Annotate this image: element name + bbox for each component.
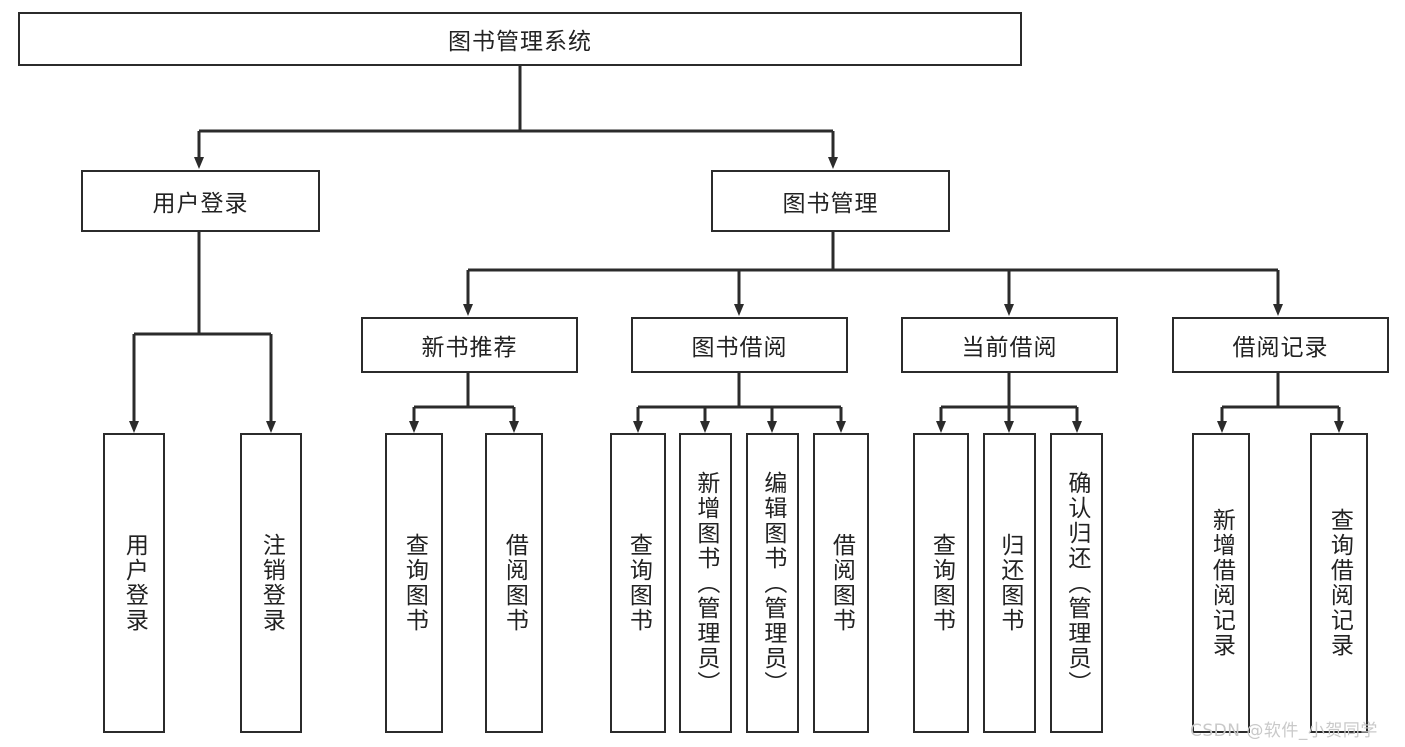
- node-book-borrow[interactable]: 图书借阅: [631, 317, 848, 373]
- leaf-book-borrow-borrow[interactable]: 借阅图书: [813, 433, 869, 733]
- leaf-label: 新增图书（管理员）: [692, 470, 719, 696]
- leaf-label: 查询图书: [625, 533, 652, 633]
- node-borrow-record[interactable]: 借阅记录: [1172, 317, 1389, 373]
- leaf-label: 确认归还（管理员）: [1063, 470, 1090, 696]
- leaf-label: 注销登录: [258, 533, 285, 633]
- leaf-label: 借阅图书: [828, 533, 855, 633]
- leaf-label: 借阅图书: [501, 533, 528, 633]
- leaf-new-book-query[interactable]: 查询图书: [385, 433, 443, 733]
- leaf-label: 编辑图书（管理员）: [759, 470, 786, 696]
- leaf-user-login-login[interactable]: 用户登录: [103, 433, 165, 733]
- leaf-borrow-record-add[interactable]: 新增借阅记录: [1192, 433, 1250, 733]
- watermark-csdn: CSDN @软件_小贺同学: [1190, 721, 1378, 741]
- leaf-borrow-record-query[interactable]: 查询借阅记录: [1310, 433, 1368, 733]
- leaf-label: 查询借阅记录: [1326, 508, 1353, 658]
- leaf-label: 查询图书: [401, 533, 428, 633]
- node-root-system[interactable]: 图书管理系统: [18, 12, 1022, 66]
- leaf-book-borrow-query[interactable]: 查询图书: [610, 433, 666, 733]
- leaf-user-login-logout[interactable]: 注销登录: [240, 433, 302, 733]
- leaf-new-book-borrow[interactable]: 借阅图书: [485, 433, 543, 733]
- leaf-current-borrow-query[interactable]: 查询图书: [913, 433, 969, 733]
- leaf-label: 用户登录: [121, 533, 148, 633]
- node-current-borrow[interactable]: 当前借阅: [901, 317, 1118, 373]
- node-book-management[interactable]: 图书管理: [711, 170, 950, 232]
- leaf-label: 归还图书: [996, 533, 1023, 633]
- node-new-book-recommend[interactable]: 新书推荐: [361, 317, 578, 373]
- leaf-book-borrow-add[interactable]: 新增图书（管理员）: [679, 433, 732, 733]
- leaf-current-borrow-return[interactable]: 归还图书: [983, 433, 1036, 733]
- leaf-label: 查询图书: [928, 533, 955, 633]
- leaf-current-borrow-confirm[interactable]: 确认归还（管理员）: [1050, 433, 1103, 733]
- leaf-label: 新增借阅记录: [1208, 508, 1235, 658]
- node-user-login[interactable]: 用户登录: [81, 170, 320, 232]
- leaf-book-borrow-edit[interactable]: 编辑图书（管理员）: [746, 433, 799, 733]
